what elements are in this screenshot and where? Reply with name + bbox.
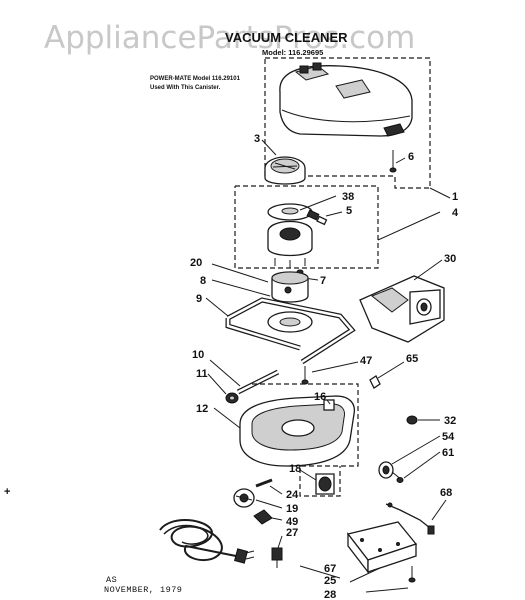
wire-68 [385,502,435,535]
motor-mount [271,271,309,303]
callout-labels: 1 3 4 5 6 7 8 9 10 11 12 16 18 19 20 24 … [190,133,459,600]
power-mate-note-line1: POWER-MATE Model 116.29101 [150,76,241,82]
callout-7: 7 [320,275,326,287]
small-wheel [225,392,239,404]
base-group-outline [252,383,359,497]
caster-wheel [315,473,335,495]
callout-8: 8 [200,275,206,287]
pin-24 [255,478,273,488]
watermark: AppliancePartsPros.com [44,20,415,56]
callout-20: 20 [190,257,202,269]
callout-30: 30 [444,253,456,265]
callout-61: 61 [442,447,454,459]
callout-6: 6 [408,151,414,163]
callout-24: 24 [286,489,299,501]
callout-65: 65 [406,353,418,365]
callout-1: 1 [452,191,458,203]
screw-47 [301,366,309,385]
callout-16: 16 [314,391,326,403]
axle-rod [236,369,280,395]
callout-11: 11 [196,368,208,380]
motor-group-outline [234,185,379,269]
callout-25: 25 [324,575,336,587]
footer-line1: AS [106,575,117,585]
mounting-bracket [346,521,418,574]
callout-47: 47 [360,355,372,367]
cord-clip [253,509,273,525]
base-housing [239,395,356,467]
callout-4: 4 [452,207,459,219]
callout-67: 67 [324,563,336,575]
callout-28: 28 [324,589,336,600]
callout-18: 18 [289,463,301,475]
switch-27 [271,547,283,568]
callout-3: 3 [254,133,260,145]
power-mate-note-line2: Used With This Canister. [150,85,221,91]
callout-19: 19 [286,503,298,515]
cord-bushing [378,461,404,483]
carbon-brush [306,209,328,226]
callout-32: 32 [444,415,456,427]
motor-assembly [267,203,313,268]
model-number: Model: 116.29695 [262,48,323,57]
screw-6 [389,150,397,173]
diagram-title: VACUUM CLEANER [225,30,348,45]
callout-49: 49 [286,516,298,528]
clip-65 [369,375,381,389]
power-cord [159,519,255,564]
rear-wheel [233,488,255,508]
bag-holder [359,275,445,343]
footer-date: NOVEMBER, 1979 [104,585,182,595]
callout-10: 10 [192,349,204,361]
callout-9: 9 [196,293,202,305]
callout-5: 5 [346,205,352,217]
screw-28 [408,566,416,583]
grommet-32 [406,415,418,425]
callout-12: 12 [196,403,208,415]
hood-cover [279,62,413,137]
callout-38: 38 [342,191,354,203]
gasket-ring [267,311,313,333]
callout-68: 68 [440,487,452,499]
callout-54: 54 [442,431,455,443]
edge-mark: + [4,486,10,498]
callout-27: 27 [286,527,298,539]
motor-grille [264,156,306,185]
